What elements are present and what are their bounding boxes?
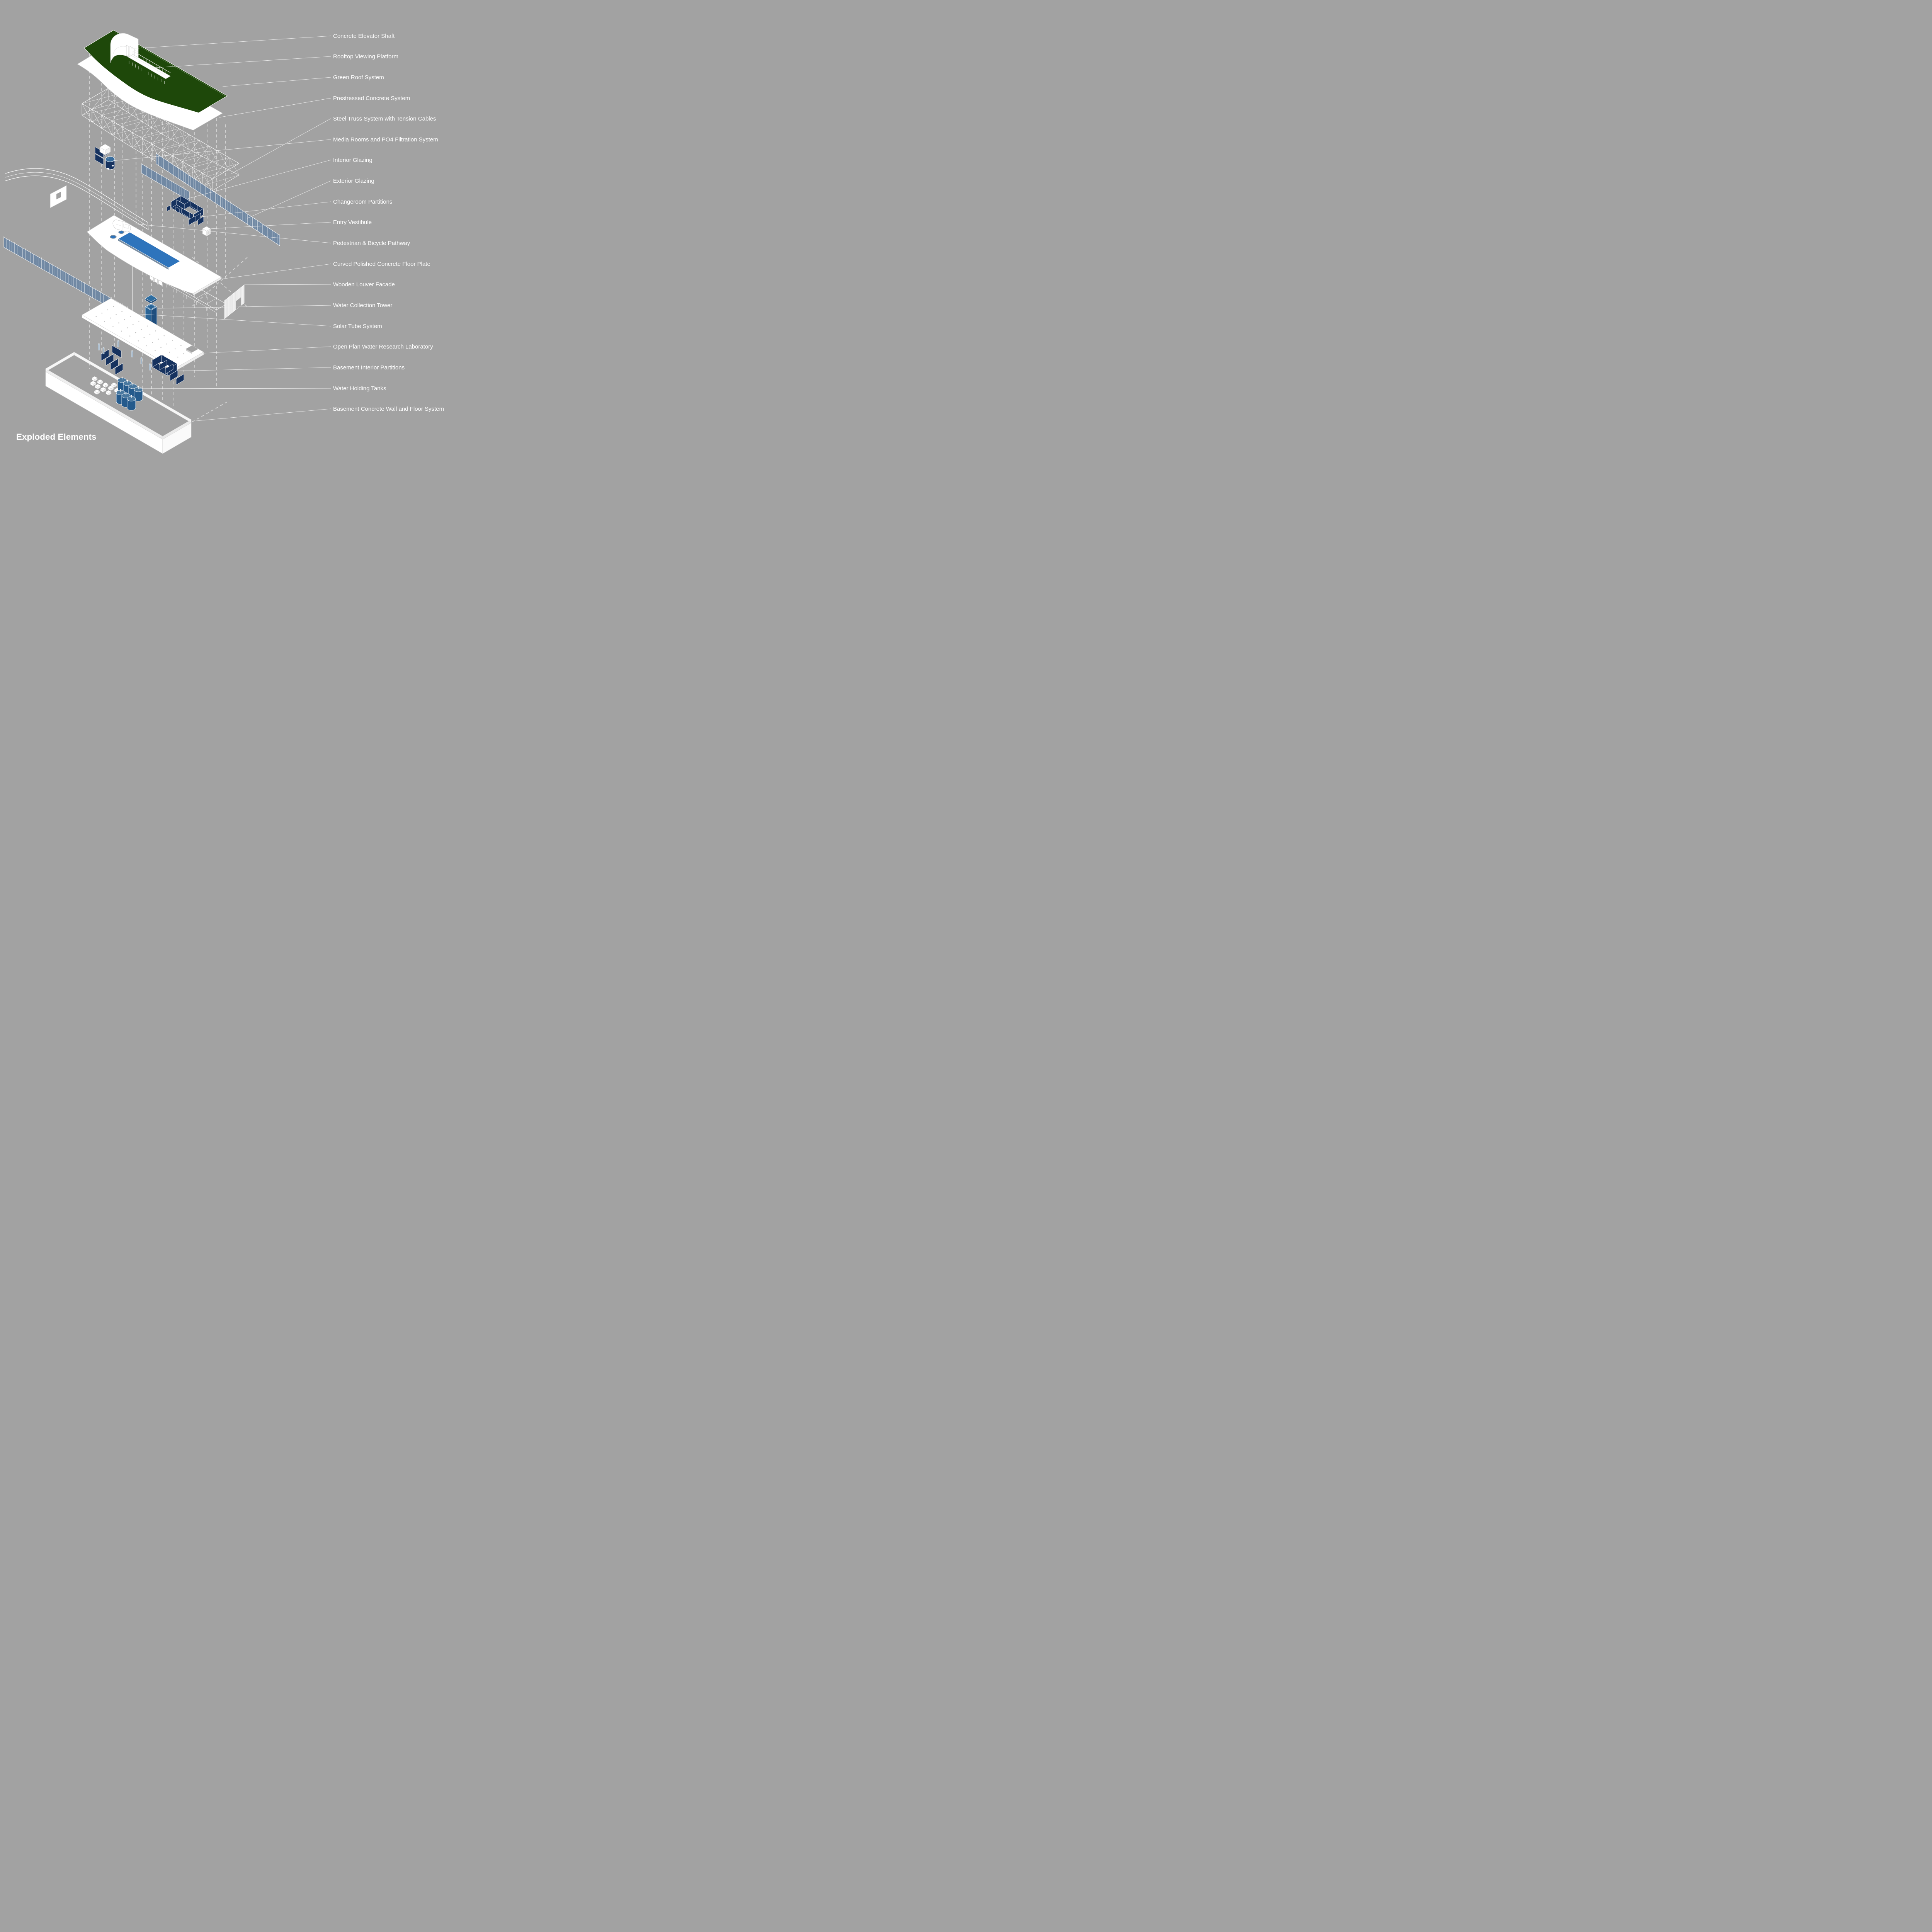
changeroom-partitions — [167, 196, 204, 226]
pool-inner-wall — [118, 239, 168, 270]
label-pedestrian-pathway: Pedestrian & Bicycle Pathway — [333, 240, 410, 247]
rooftop-viewing-platform — [128, 51, 171, 84]
label-prestressed-concrete: Prestressed Concrete System — [333, 95, 410, 102]
floor-opening — [185, 345, 199, 353]
label-water-collection-tower: Water Collection Tower — [333, 302, 392, 309]
interior-glazing-band — [141, 163, 190, 201]
pedestrian-bicycle-pathway — [5, 168, 149, 230]
solar-tube — [131, 255, 135, 321]
page-title: Exploded Elements — [16, 432, 97, 442]
exploded-axonometric-diagram: Concrete Elevator Shaft Rooftop Viewing … — [0, 0, 454, 454]
curved-concrete-floor-plate — [87, 215, 222, 296]
media-rooms-po4-filtration — [95, 144, 115, 170]
label-concrete-elevator-shaft: Concrete Elevator Shaft — [333, 33, 395, 39]
elevator-door — [126, 45, 129, 57]
research-laboratory-floor — [82, 298, 204, 372]
label-wooden-louver-facade: Wooden Louver Facade — [333, 281, 395, 288]
basement-interior-partitions — [101, 345, 184, 385]
po4-cylinder-body — [105, 159, 115, 170]
label-rooftop-viewing-platform: Rooftop Viewing Platform — [333, 53, 398, 60]
label-changeroom-partitions: Changeroom Partitions — [333, 199, 392, 205]
basement-columns — [98, 340, 151, 371]
label-exterior-glazing: Exterior Glazing — [333, 178, 374, 184]
wooden-louver-frame — [136, 257, 227, 316]
label-media-rooms-po4: Media Rooms and PO4 Filtration System — [333, 136, 438, 143]
leader-lines — [112, 36, 331, 422]
swimming-pool — [118, 232, 180, 268]
label-column: Concrete Elevator Shaft Rooftop Viewing … — [333, 33, 444, 412]
label-curved-floor-plate: Curved Polished Concrete Floor Plate — [333, 261, 430, 267]
label-open-plan-laboratory: Open Plan Water Research Laboratory — [333, 344, 433, 350]
label-green-roof-system: Green Roof System — [333, 74, 384, 81]
round-pool — [119, 231, 124, 233]
round-pool — [111, 235, 116, 238]
water-holding-tanks — [116, 376, 143, 411]
label-basement-partitions: Basement Interior Partitions — [333, 364, 405, 371]
exterior-glazing-band — [156, 152, 280, 246]
wooden-louver-facade — [224, 284, 245, 319]
diagram-svg: Concrete Elevator Shaft Rooftop Viewing … — [3, 30, 444, 454]
label-water-holding-tanks: Water Holding Tanks — [333, 385, 386, 392]
label-steel-truss: Steel Truss System with Tension Cables — [333, 116, 436, 122]
floor-plate-core — [112, 219, 131, 232]
label-solar-tube-system: Solar Tube System — [333, 323, 382, 330]
label-basement-concrete-system: Basement Concrete Wall and Floor System — [333, 406, 444, 412]
label-entry-vestibule: Entry Vestibule — [333, 219, 372, 226]
label-interior-glazing: Interior Glazing — [333, 157, 372, 163]
